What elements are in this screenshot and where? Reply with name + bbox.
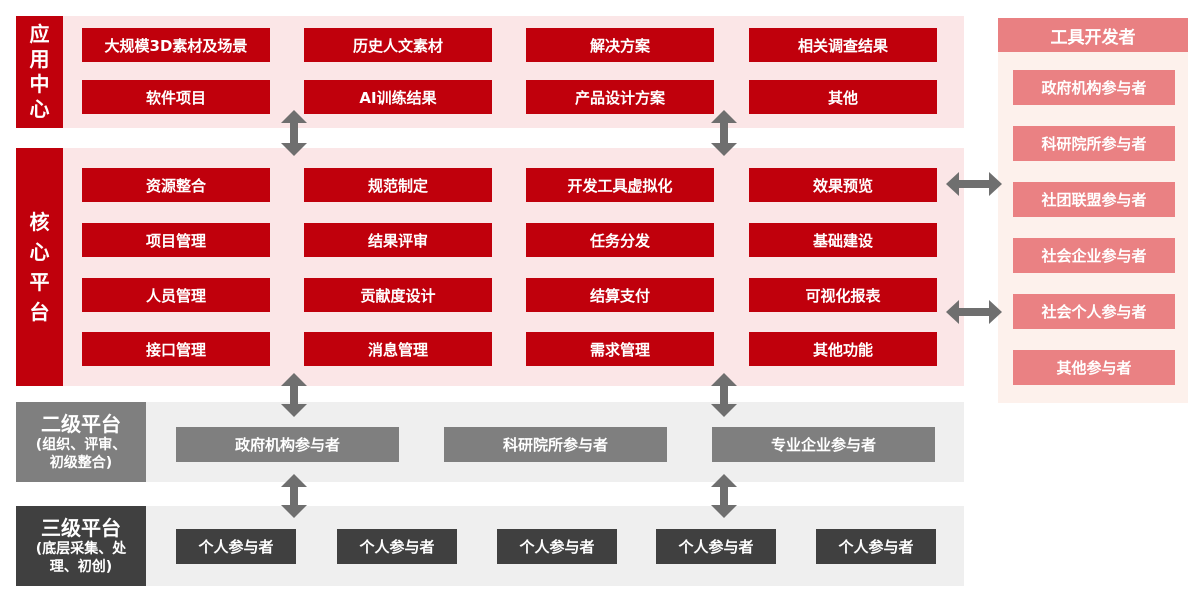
core-item[interactable]: 规范制定 (304, 168, 492, 202)
core-item[interactable]: 结果评审 (304, 223, 492, 257)
core-item[interactable]: 需求管理 (526, 332, 714, 366)
application-center-label: 应用中心 (16, 16, 63, 128)
app-item[interactable]: 其他 (749, 80, 937, 114)
core-item[interactable]: 可视化报表 (749, 278, 937, 312)
core-secondary-arrow-left-icon (281, 373, 307, 417)
core-item[interactable]: 开发工具虚拟化 (526, 168, 714, 202)
secondary-platform-subtitle: (组织、评审、初级整合) (35, 437, 127, 471)
tertiary-item[interactable]: 个人参与者 (656, 529, 776, 564)
core-platform-label: 核心平台 (16, 148, 63, 386)
tertiary-item[interactable]: 个人参与者 (816, 529, 936, 564)
secondary-tertiary-arrow-right-icon (711, 474, 737, 518)
tertiary-platform-title: 三级平台 (41, 516, 121, 540)
tertiary-platform-band (16, 506, 964, 586)
app-core-arrow-right-icon (711, 110, 737, 156)
core-item[interactable]: 结算支付 (526, 278, 714, 312)
app-item[interactable]: 历史人文素材 (304, 28, 492, 62)
tool-developer-item[interactable]: 社会个人参与者 (1013, 294, 1175, 329)
core-tools-arrow-top-icon (946, 172, 1002, 196)
tertiary-platform-subtitle: (底层采集、处理、初创) (35, 541, 127, 575)
core-secondary-arrow-right-icon (711, 373, 737, 417)
core-item[interactable]: 效果预览 (749, 168, 937, 202)
secondary-tertiary-arrow-left-icon (281, 474, 307, 518)
core-item[interactable]: 资源整合 (82, 168, 270, 202)
app-item[interactable]: AI训练结果 (304, 80, 492, 114)
core-platform-label-text: 核心平台 (29, 210, 50, 324)
tertiary-item[interactable]: 个人参与者 (497, 529, 617, 564)
application-center-label-text: 应用中心 (29, 22, 50, 121)
app-item[interactable]: 相关调查结果 (749, 28, 937, 62)
core-tools-arrow-bottom-icon (946, 300, 1002, 324)
core-item[interactable]: 贡献度设计 (304, 278, 492, 312)
tertiary-item[interactable]: 个人参与者 (176, 529, 296, 564)
secondary-platform-label: 二级平台 (组织、评审、初级整合) (16, 402, 146, 482)
core-item[interactable]: 人员管理 (82, 278, 270, 312)
core-item[interactable]: 任务分发 (526, 223, 714, 257)
core-item[interactable]: 其他功能 (749, 332, 937, 366)
app-item[interactable]: 产品设计方案 (526, 80, 714, 114)
app-item[interactable]: 解决方案 (526, 28, 714, 62)
tertiary-item[interactable]: 个人参与者 (337, 529, 457, 564)
tool-developer-item[interactable]: 社团联盟参与者 (1013, 182, 1175, 217)
tool-developer-item[interactable]: 其他参与者 (1013, 350, 1175, 385)
tool-developer-item[interactable]: 科研院所参与者 (1013, 126, 1175, 161)
app-core-arrow-left-icon (281, 110, 307, 156)
secondary-platform-title: 二级平台 (41, 412, 121, 436)
tertiary-platform-label: 三级平台 (底层采集、处理、初创) (16, 506, 146, 586)
tool-developer-item[interactable]: 政府机构参与者 (1013, 70, 1175, 105)
secondary-item[interactable]: 科研院所参与者 (444, 427, 667, 462)
secondary-item[interactable]: 专业企业参与者 (712, 427, 935, 462)
secondary-item[interactable]: 政府机构参与者 (176, 427, 399, 462)
tool-developers-title: 工具开发者 (998, 18, 1188, 52)
core-item[interactable]: 接口管理 (82, 332, 270, 366)
app-item[interactable]: 软件项目 (82, 80, 270, 114)
core-item[interactable]: 基础建设 (749, 223, 937, 257)
tool-developer-item[interactable]: 社会企业参与者 (1013, 238, 1175, 273)
core-item[interactable]: 项目管理 (82, 223, 270, 257)
app-item[interactable]: 大规模3D素材及场景 (82, 28, 270, 62)
core-item[interactable]: 消息管理 (304, 332, 492, 366)
